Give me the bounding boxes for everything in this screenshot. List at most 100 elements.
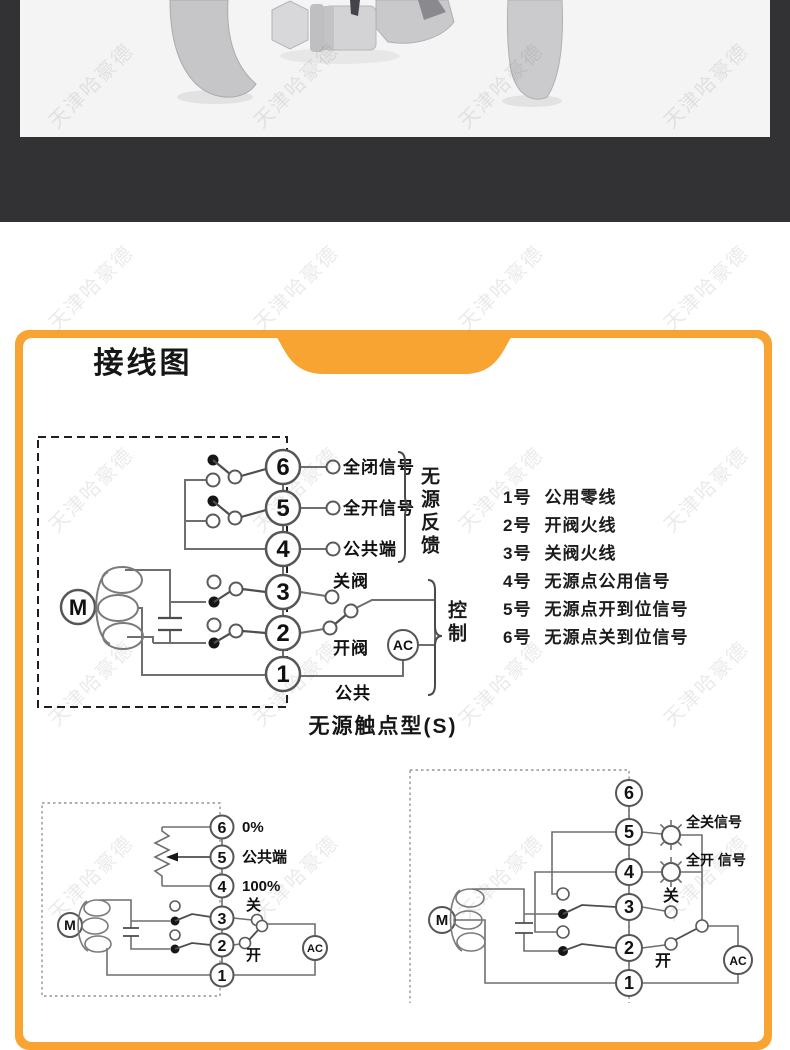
svg-text:1: 1 [218, 968, 227, 985]
washer [310, 4, 324, 52]
legend-no: 5号 [503, 600, 532, 619]
zero-percent-label: 0% [242, 819, 264, 836]
full-close-signal-label: 全闭信号 [342, 457, 415, 477]
svg-text:5: 5 [276, 495, 289, 522]
watermark: 天津哈豪德 [250, 241, 344, 335]
product-photo [169, 0, 563, 107]
legend-desc: 开阀火线 [544, 516, 617, 535]
svg-text:M: M [436, 912, 449, 929]
terminal-3: 3 [615, 893, 643, 921]
capacitor-symbol [123, 927, 139, 937]
legend-row: 4号 无源点公用信号 [503, 568, 688, 596]
motor-symbol: M [59, 588, 97, 626]
close-label: 关 [246, 896, 261, 914]
motor-windings [77, 899, 112, 953]
terminal-6: 6 [615, 779, 643, 807]
terminal-1: 1 [615, 969, 643, 997]
legend-desc: 无源点关到位信号 [544, 628, 689, 647]
motor-symbol: M [428, 906, 456, 934]
terminal-legend: 1号 公用零线 2号 开阀火线 3号 关阀火线 4号 无源点公用信号 5号 无源… [503, 484, 688, 652]
main-wiring-diagram: M [37, 436, 443, 708]
svg-text:4: 4 [218, 879, 227, 896]
switch-contacts [169, 900, 269, 954]
wiring-panel-content: M [23, 338, 764, 1042]
terminal-2: 2 [209, 932, 235, 958]
close-label: 关 [663, 886, 679, 905]
valve-right-leg [506, 0, 563, 100]
svg-text:AC: AC [393, 637, 413, 653]
hex-nut [271, 0, 309, 50]
legend-desc: 无源点公用信号 [544, 572, 671, 591]
terminal-4: 4 [264, 530, 302, 568]
svg-text:1: 1 [624, 973, 634, 993]
passive-feedback-group-label: 无源反馈 [418, 466, 439, 558]
legend-no: 3号 [503, 544, 532, 563]
motor-windings [449, 888, 486, 952]
actuator-boundary [409, 769, 630, 1003]
legend-no: 4号 [503, 572, 532, 591]
control-brace [427, 579, 443, 696]
legend-row: 2号 开阀火线 [503, 512, 688, 540]
motor-windings [95, 566, 144, 650]
capacitor-symbol [158, 616, 182, 632]
resistance-type-diagram: M [41, 802, 328, 997]
legend-desc: 关阀火线 [544, 544, 617, 563]
hundred-percent-label: 100% [242, 878, 280, 895]
terminal-1: 1 [209, 962, 235, 988]
motor-label: M [69, 595, 87, 620]
svg-text:2: 2 [624, 938, 634, 958]
terminal-6: 6 [209, 814, 235, 840]
capacitor-symbol [515, 922, 533, 934]
common-terminal-label: 公共端 [343, 539, 397, 559]
svg-text:5: 5 [624, 822, 634, 842]
svg-text:2: 2 [276, 620, 289, 647]
terminal-4: 4 [209, 873, 235, 899]
section-title: 接线图 [93, 347, 193, 380]
svg-text:6: 6 [276, 454, 289, 481]
signal-contact [325, 459, 341, 475]
actuator-boundary [37, 436, 288, 708]
open-valve-label: 开阀 [333, 638, 369, 658]
open-label: 开 [655, 952, 671, 970]
terminal-5: 5 [615, 818, 643, 846]
signal-contact [325, 541, 341, 557]
bracket-shade [418, 0, 446, 20]
open-label: 开 [246, 947, 261, 964]
terminal-1: 1 [264, 655, 302, 693]
watermark: 天津哈豪德 [455, 241, 549, 335]
legend-row: 5号 无源点开到位信号 [503, 596, 688, 624]
terminal-4: 4 [615, 858, 643, 886]
svg-text:1: 1 [276, 661, 289, 688]
main-diagram-caption: 无源触点型(S) [308, 715, 458, 738]
svg-text:6: 6 [624, 783, 634, 803]
close-contact [324, 589, 340, 605]
signal-contact [325, 500, 341, 516]
svg-text:4: 4 [624, 862, 634, 882]
terminal-3: 3 [264, 573, 302, 611]
shadow [280, 48, 400, 64]
switch-contacts [556, 887, 709, 956]
lamp-icon [659, 857, 683, 887]
full-open-signal-label: 全开信号 [342, 498, 415, 518]
shadow [502, 95, 562, 107]
terminal-6: 6 [264, 448, 302, 486]
svg-text:AC: AC [729, 954, 747, 968]
control-group-label: 控制 [445, 600, 466, 646]
watermark: 天津哈豪德 [660, 241, 754, 335]
full-close-signal-label: 全关信号 [685, 814, 742, 830]
svg-text:4: 4 [276, 536, 290, 563]
ac-symbol: AC [723, 945, 753, 975]
legend-row: 3号 关阀火线 [503, 540, 688, 568]
lamp-icon [659, 820, 683, 850]
terminal-3: 3 [209, 905, 235, 931]
terminal-2: 2 [615, 934, 643, 962]
hero-band [0, 0, 790, 222]
svg-text:2: 2 [218, 938, 227, 955]
cylinder-band [324, 6, 334, 50]
legend-no: 6号 [503, 628, 532, 647]
stem-mark [350, 0, 360, 16]
terminal-5: 5 [264, 489, 302, 527]
svg-text:AC: AC [307, 943, 323, 955]
watermark: 天津哈豪德 [45, 241, 139, 335]
svg-text:3: 3 [276, 579, 289, 606]
